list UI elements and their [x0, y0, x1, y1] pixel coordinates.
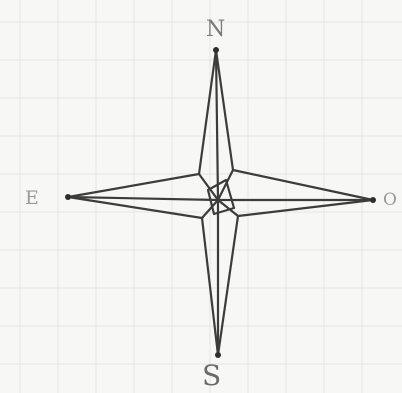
east-label: E — [25, 188, 39, 208]
south-label: S — [202, 362, 221, 390]
north-label: N — [206, 20, 225, 40]
center-diamond — [208, 180, 234, 214]
east-tip — [65, 194, 71, 200]
west-tip — [370, 197, 376, 203]
compass-star-facets — [68, 50, 373, 355]
west-label: O — [383, 190, 397, 210]
north-tip — [213, 47, 219, 53]
south-tip — [215, 352, 221, 358]
north-ray — [216, 50, 218, 200]
